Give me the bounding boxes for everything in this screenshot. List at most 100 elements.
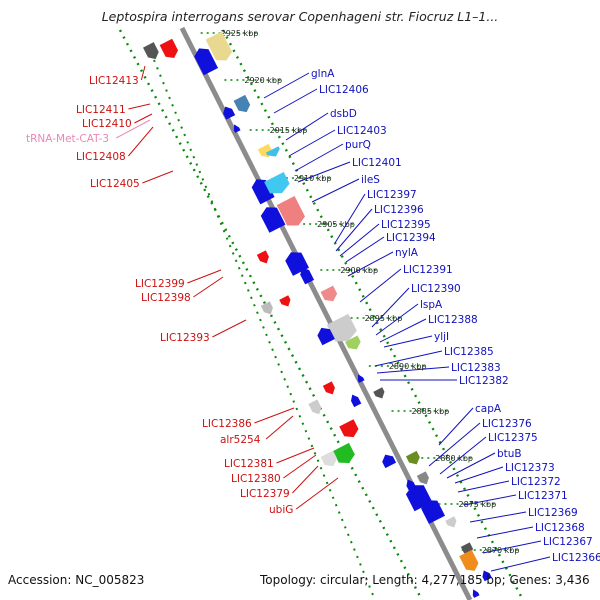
gene-feature	[233, 94, 251, 113]
left-leader-line	[193, 276, 224, 298]
right-leader-line	[294, 143, 344, 172]
gene-feature	[308, 399, 322, 415]
right-gene-label: LIC12391	[403, 264, 453, 276]
right-gene-label: LIC12375	[488, 432, 538, 444]
accession-text: Accession: NC_005823	[8, 573, 145, 587]
right-gene-label: LIC12369	[528, 507, 578, 519]
left-gene-label: tRNA-Met-CAT-3	[26, 133, 109, 145]
right-leader-line	[263, 72, 310, 99]
left-gene-label: LIC12380	[231, 473, 281, 485]
left-gene-label: LIC12410	[82, 118, 132, 130]
right-gene-label: LIC12373	[505, 462, 555, 474]
gene-feature	[317, 327, 335, 346]
gene-feature	[260, 301, 273, 315]
gene-feature	[326, 313, 357, 342]
gene-feature	[300, 267, 315, 285]
gene-feature	[421, 500, 446, 524]
right-gene-label: LIC12385	[444, 346, 494, 358]
right-gene-label: LIC12366	[552, 552, 600, 564]
gene-feature	[339, 419, 359, 438]
right-gene-label: LIC12397	[367, 189, 417, 201]
right-gene-label: LIC12382	[459, 375, 509, 387]
left-gene-label: LIC12413	[89, 75, 139, 87]
right-leader-line	[347, 251, 394, 277]
gene-feature	[251, 179, 275, 205]
gene-feature	[332, 442, 355, 464]
right-leader-line	[482, 540, 542, 554]
left-gene-label: LIC12405	[90, 178, 140, 190]
right-leader-line	[463, 494, 517, 506]
right-leader-line	[288, 129, 336, 157]
right-leader-line	[375, 303, 419, 336]
gene-feature	[276, 195, 305, 226]
right-gene-label: LIC12403	[337, 125, 387, 137]
right-leader-line	[469, 511, 527, 523]
left-leader-line	[283, 454, 317, 479]
gene-feature	[382, 454, 397, 469]
left-leader-line	[295, 477, 339, 510]
right-leader-line	[359, 268, 402, 303]
right-gene-label: btuB	[497, 448, 522, 460]
gene-feature	[223, 106, 236, 120]
right-leader-line	[335, 208, 373, 252]
kbp-tick-label: 2895 kbp	[365, 314, 403, 323]
left-leader-line	[115, 119, 151, 139]
kbp-tick-label: 2890 kbp	[389, 362, 427, 371]
left-leader-line	[276, 447, 315, 464]
right-gene-label: LIC12368	[535, 522, 585, 534]
right-gene-label: LIC12395	[381, 219, 431, 231]
gene-feature	[279, 295, 291, 307]
left-gene-label: LIC12386	[202, 418, 252, 430]
right-leader-line	[428, 422, 481, 467]
right-leader-line	[339, 223, 380, 257]
gene-feature	[194, 48, 219, 76]
right-gene-label: purQ	[345, 139, 371, 151]
right-leader-line	[334, 193, 366, 244]
gene-feature	[459, 549, 479, 571]
right-leader-line	[457, 480, 510, 493]
guide-line-inner	[153, 59, 376, 600]
left-gene-label: LIC12393	[160, 332, 210, 344]
left-gene-label: LIC12381	[224, 458, 274, 470]
right-leader-line	[273, 88, 318, 114]
kbp-tick-label: 2870 kbp	[482, 546, 520, 555]
right-gene-label: LIC12376	[482, 418, 532, 430]
gene-feature	[445, 516, 457, 528]
right-gene-label: nylA	[395, 247, 419, 259]
gene-feature	[482, 570, 492, 582]
left-gene-label: ubiG	[269, 504, 293, 516]
right-leader-line	[311, 178, 360, 203]
left-leader-line	[187, 269, 222, 284]
left-leader-line	[128, 126, 154, 157]
left-gene-label: LIC12379	[240, 488, 290, 500]
guide-line-left	[118, 29, 424, 600]
right-gene-label: LIC12394	[386, 232, 436, 244]
right-gene-label: glnA	[311, 68, 335, 80]
right-gene-label: LIC12390	[411, 283, 461, 295]
right-gene-label: lspA	[420, 299, 443, 311]
gene-feature	[357, 374, 365, 383]
left-leader-line	[292, 465, 319, 494]
right-gene-label: LIC12367	[543, 536, 593, 548]
left-gene-label: LIC12398	[141, 292, 191, 304]
left-gene-label: LIC12408	[76, 151, 126, 163]
gene-feature	[320, 450, 338, 467]
right-gene-label: LIC12396	[374, 204, 424, 216]
gene-feature	[320, 285, 338, 302]
right-gene-label: ileS	[361, 174, 380, 186]
gene-feature	[265, 146, 280, 157]
gene-feature	[405, 450, 420, 465]
kbp-tick-label: 2885 kbp	[412, 407, 450, 416]
gene-feature	[256, 250, 269, 264]
gene-feature	[416, 471, 429, 485]
left-leader-line	[142, 170, 174, 184]
right-gene-label: dsbD	[330, 108, 357, 120]
kbp-tick-label: 2920 kbp	[244, 76, 282, 85]
right-leader-line	[285, 112, 329, 141]
kbp-tick-label: 2905 kbp	[317, 220, 355, 229]
kbp-tick-label: 2915 kbp	[270, 126, 308, 135]
left-gene-label: LIC12411	[76, 104, 126, 116]
kbp-tick-label: 2925 kbp	[221, 29, 259, 38]
left-leader-line	[212, 319, 247, 338]
